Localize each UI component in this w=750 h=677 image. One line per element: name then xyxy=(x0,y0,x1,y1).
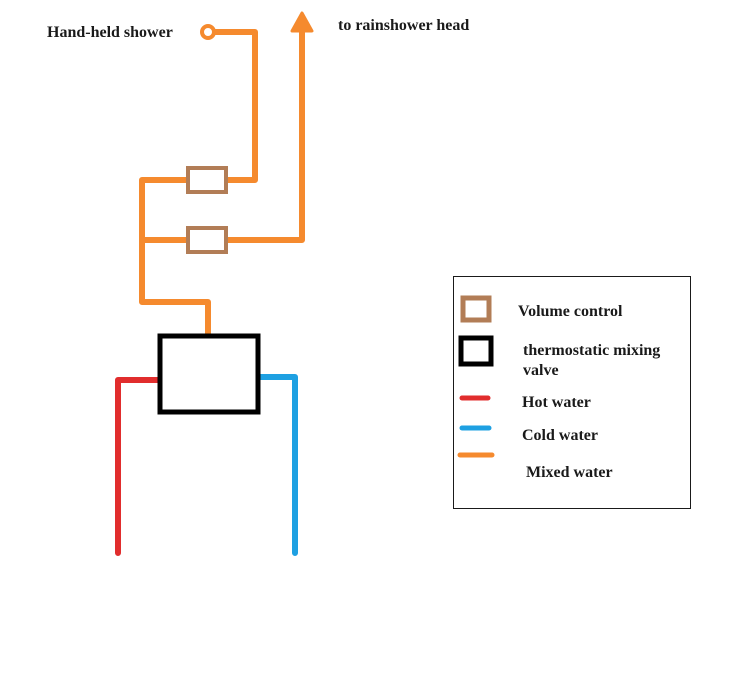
legend: Volume control thermostatic mixing valve… xyxy=(453,276,691,509)
legend-label-hot: Hot water xyxy=(522,394,591,411)
mixing-valve-icon xyxy=(458,335,494,367)
rainshower-head-label: to rainshower head xyxy=(338,17,469,34)
legend-box xyxy=(453,276,691,509)
legend-label-volume: Volume control xyxy=(518,303,623,320)
hand-held-shower-label: Hand-held shower xyxy=(47,24,173,41)
hot-water-pipe xyxy=(115,377,163,556)
valve-outlet-pipe xyxy=(139,177,211,337)
cold-water-pipe xyxy=(255,374,298,556)
legend-label-mixed: Mixed water xyxy=(526,464,613,481)
rainshower-arrow-icon xyxy=(290,11,314,33)
rainshower-pipe xyxy=(223,21,305,243)
hand-shower-pipe xyxy=(211,29,258,183)
thermostatic-mixing-valve xyxy=(157,333,261,415)
legend-label-cold: Cold water xyxy=(522,427,598,444)
hand-shower-icon xyxy=(200,24,216,40)
volume-control-icon xyxy=(460,295,492,323)
volume-control-upper xyxy=(186,166,228,194)
legend-label-valve-line1: thermostatic mixing xyxy=(523,342,660,359)
legend-label-valve-line2: valve xyxy=(523,362,559,379)
volume-control-lower xyxy=(186,226,228,254)
mixed-water-pipes xyxy=(139,21,305,337)
